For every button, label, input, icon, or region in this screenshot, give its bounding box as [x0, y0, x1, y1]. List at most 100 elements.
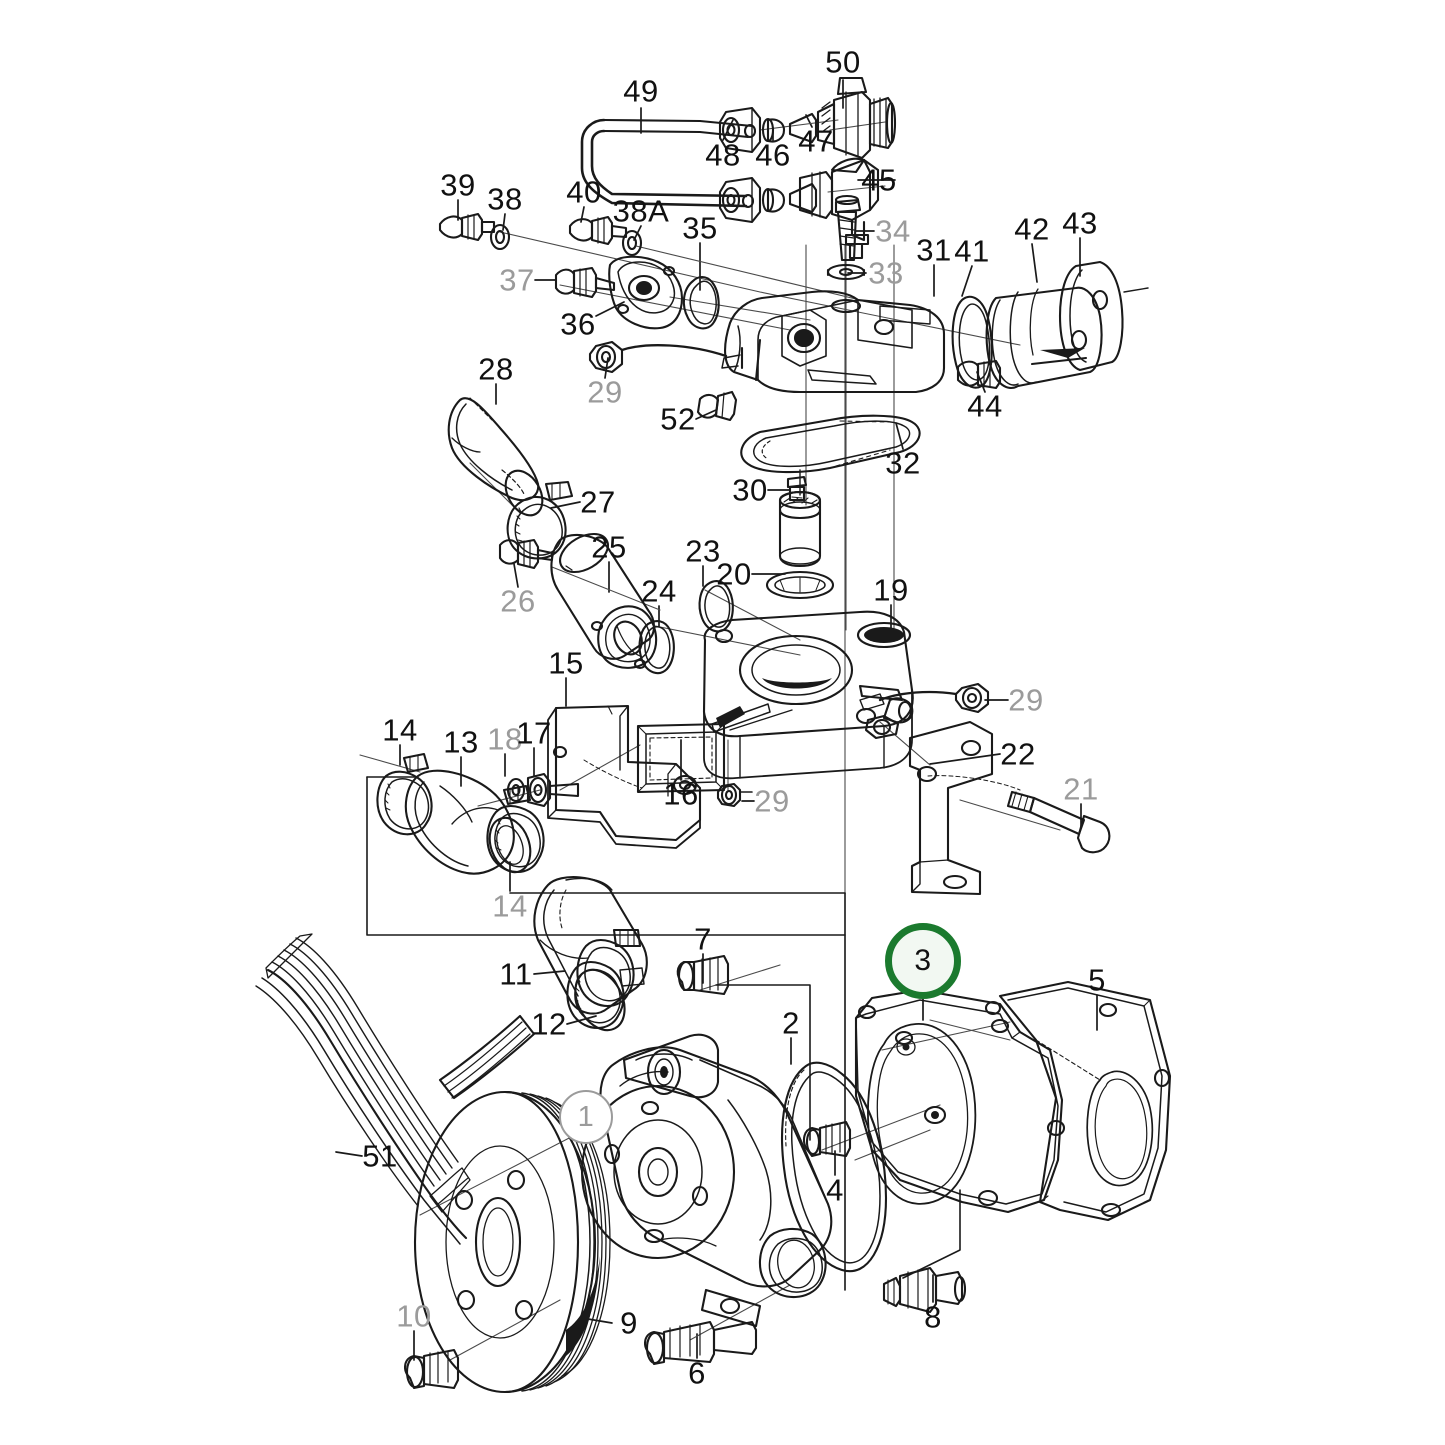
callout-14: 14 — [492, 888, 528, 924]
part-11-hose — [533, 876, 648, 1032]
part-43-flange — [1058, 260, 1149, 372]
callout-31: 31 — [916, 232, 952, 268]
callout-45: 45 — [861, 162, 897, 198]
callout-17: 17 — [516, 715, 552, 751]
callout-20: 20 — [716, 556, 752, 592]
part-42-pipe — [985, 286, 1103, 389]
callout-51: 51 — [362, 1138, 398, 1174]
part-48-nuts — [718, 106, 762, 224]
callout-29: 29 — [587, 374, 623, 410]
part-31-thermostat-housing — [721, 290, 946, 394]
part-49-pipe — [580, 118, 757, 209]
callout-48: 48 — [705, 137, 741, 173]
callout-18: 18 — [487, 721, 523, 757]
part-38a-washer — [621, 229, 643, 257]
part-3-backing-plate — [854, 988, 1066, 1214]
callout-38: 38 — [487, 181, 523, 217]
part-1-water-pump — [580, 1033, 833, 1328]
part-34-bolt — [834, 194, 862, 262]
part-51-belt — [255, 933, 536, 1245]
part-50-t-fitting — [816, 76, 897, 160]
callout-32: 32 — [885, 445, 921, 481]
callout-16: 16 — [663, 776, 699, 812]
part-44-bolt — [956, 359, 1002, 390]
part-28-hose — [447, 397, 544, 517]
part-30-thermostat — [778, 469, 822, 568]
callout-30: 30 — [732, 472, 768, 508]
part-52-plug — [696, 390, 738, 422]
part-33-washer — [826, 263, 866, 281]
part-2-gasket — [781, 1061, 888, 1273]
part-19-housing — [702, 610, 914, 780]
part-6-bolt — [644, 1320, 758, 1366]
part-29-nut-mid — [716, 782, 753, 808]
callout-46: 46 — [755, 137, 791, 173]
part-17-bolt — [526, 772, 580, 808]
callout-19: 19 — [873, 572, 909, 608]
callout-25: 25 — [591, 529, 627, 565]
callout-34: 34 — [875, 213, 911, 249]
callout-35: 35 — [682, 210, 718, 246]
part-10-bolt — [404, 1348, 460, 1390]
callout-43: 43 — [1062, 205, 1098, 241]
callout-38A: 38A — [612, 193, 670, 229]
callout-47: 47 — [798, 123, 834, 159]
callout-14: 14 — [382, 712, 418, 748]
callout-29: 29 — [754, 783, 790, 819]
callout-37: 37 — [499, 262, 535, 298]
callout-49: 49 — [623, 73, 659, 109]
part-20-seal — [765, 570, 835, 600]
callout-44: 44 — [967, 388, 1003, 424]
callout-41: 41 — [954, 233, 990, 269]
callout-7: 7 — [694, 921, 712, 957]
callout-10: 10 — [396, 1298, 432, 1334]
part-45-elbow — [798, 157, 880, 260]
part-7-bolt — [676, 954, 730, 996]
part-39-sensor — [438, 212, 496, 242]
callout-9: 9 — [620, 1305, 638, 1341]
part-37-plug — [554, 266, 616, 299]
callout-42: 42 — [1014, 211, 1050, 247]
part-29-nut-upper — [588, 340, 728, 374]
part-32-gasket — [740, 414, 921, 474]
callout-4: 4 — [826, 1172, 844, 1208]
callout-27: 27 — [580, 484, 616, 520]
part-26-bolt — [498, 538, 554, 570]
part-46-olives — [761, 117, 786, 213]
callout-24: 24 — [641, 573, 677, 609]
bracket-guides — [366, 776, 961, 1291]
callout-5: 5 — [1088, 962, 1106, 998]
part-36-flange — [608, 255, 684, 330]
callout-6: 6 — [688, 1355, 706, 1391]
callout-52: 52 — [660, 401, 696, 437]
part-5-cover-plate — [998, 980, 1172, 1222]
callout-13: 13 — [443, 724, 479, 760]
callout-26: 26 — [500, 583, 536, 619]
part-29-nut-right — [878, 682, 990, 714]
part-25-elbow — [550, 532, 658, 670]
part-21-bolt — [1006, 790, 1111, 854]
part-14-clamps — [376, 752, 545, 874]
callout-8: 8 — [924, 1299, 942, 1335]
callout-39: 39 — [440, 167, 476, 203]
callout-23: 23 — [685, 533, 721, 569]
part-8-drain-cock — [882, 1266, 967, 1314]
callout-11: 11 — [499, 956, 533, 992]
callout-22: 22 — [1000, 736, 1036, 772]
callout-36: 36 — [560, 306, 596, 342]
callout-28: 28 — [478, 351, 514, 387]
part-15-cover — [547, 704, 702, 849]
callout-1: 1 — [559, 1090, 613, 1144]
part-22-bracket — [908, 720, 1021, 896]
callout-3-highlighted[interactable]: 3 — [885, 923, 961, 999]
part-12-clamps — [566, 928, 645, 1030]
part-27-clamp — [506, 480, 574, 560]
callout-12: 12 — [531, 1006, 567, 1042]
leader-lines — [335, 79, 1098, 1361]
part-40-sensor — [568, 215, 628, 246]
callout-21: 21 — [1063, 771, 1099, 807]
callout-29: 29 — [1008, 682, 1044, 718]
callout-33: 33 — [868, 255, 904, 291]
